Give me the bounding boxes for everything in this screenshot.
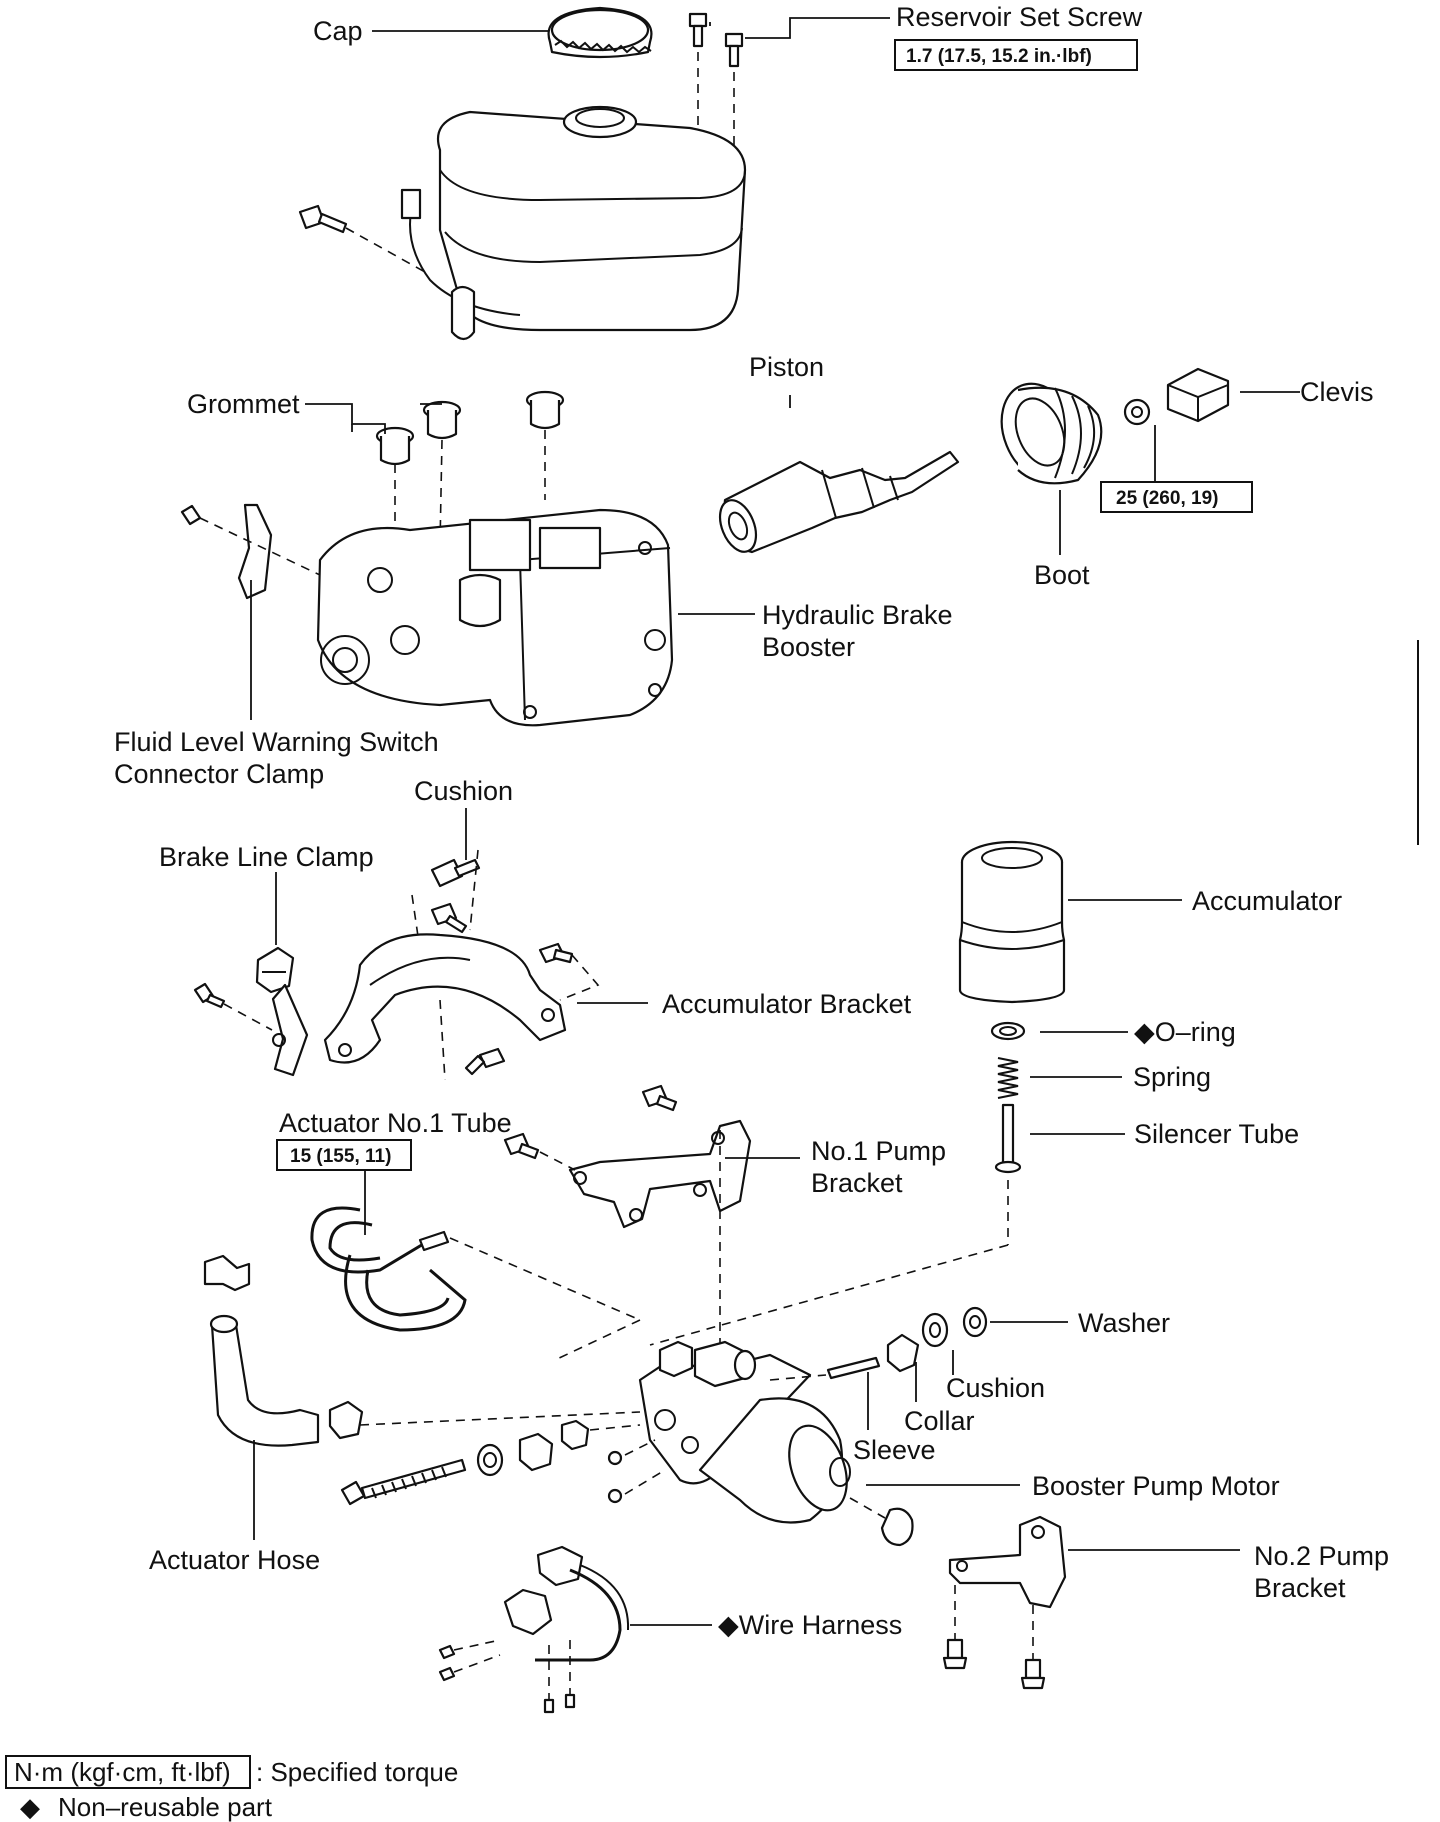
- label-brake-line-clamp: Brake Line Clamp: [159, 842, 374, 872]
- accumulator-bracket: [323, 933, 600, 1081]
- label-grommet: Grommet: [187, 389, 300, 419]
- label-cap: Cap: [313, 16, 363, 46]
- label-piston: Piston: [749, 352, 824, 382]
- torque-actuator-no1-tube: 15 (155, 11): [290, 1146, 391, 1167]
- legend-torque-desc: : Specified torque: [256, 1757, 458, 1787]
- label-cushion-top: Cushion: [414, 776, 513, 806]
- label-spring: Spring: [1133, 1062, 1211, 1092]
- actuator-hose: [203, 1254, 641, 1447]
- label-fluid-level-warning-switch-2: Connector Clamp: [114, 759, 324, 789]
- no1-pump-bracket: [503, 1084, 752, 1375]
- spring: [997, 1057, 1019, 1099]
- no2-pump-bracket: [849, 1497, 1067, 1690]
- legend-torque-box: [5, 1755, 251, 1789]
- warning-switch-connector-clamp: [180, 503, 321, 600]
- label-reservoir-set-screw: Reservoir Set Screw: [896, 2, 1143, 32]
- label-wire-harness: ◆Wire Harness: [718, 1610, 902, 1640]
- label-fluid-level-warning-switch-1: Fluid Level Warning Switch: [114, 727, 439, 757]
- grommets: [375, 390, 565, 560]
- legend-nonreusable-symbol: ◆: [20, 1792, 40, 1822]
- pump-bolt-and-parts: [340, 1419, 641, 1506]
- torque-box-clevis: [1100, 481, 1253, 513]
- label-actuator-no1-tube: Actuator No.1 Tube: [279, 1108, 512, 1138]
- reservoir-tank: [400, 105, 747, 341]
- cushion-bolts: [411, 849, 481, 951]
- label-silencer-tube: Silencer Tube: [1134, 1119, 1299, 1149]
- label-no2-pump-bracket-2: Bracket: [1254, 1573, 1346, 1603]
- label-sleeve: Sleeve: [853, 1435, 936, 1465]
- label-washer: Washer: [1078, 1308, 1170, 1338]
- silencer-tube: [649, 1103, 1022, 1346]
- label-cushion-lower: Cushion: [946, 1373, 1045, 1403]
- label-collar: Collar: [904, 1406, 975, 1436]
- clevis-and-nut: [1123, 367, 1230, 426]
- label-hydraulic-brake-booster-2: Booster: [762, 632, 855, 662]
- legend-nonreusable-desc: Non–reusable part: [58, 1792, 273, 1822]
- reservoir-cap: [547, 6, 653, 59]
- label-actuator-hose: Actuator Hose: [149, 1545, 320, 1575]
- torque-clevis: 25 (260, 19): [1116, 488, 1218, 509]
- leader-lines: [250, 17, 1300, 1626]
- label-clevis: Clevis: [1300, 377, 1374, 407]
- o-ring: [990, 1021, 1026, 1041]
- torque-reservoir-set-screw: 1.7 (17.5, 15.2 in.·lbf): [906, 46, 1092, 67]
- reservoir-set-screws: [688, 12, 744, 160]
- boot: [1000, 382, 1103, 485]
- label-no2-pump-bracket-1: No.2 Pump: [1254, 1541, 1389, 1571]
- reservoir-mount-bolt: [298, 204, 426, 273]
- label-o-ring: ◆O–ring: [1134, 1017, 1236, 1047]
- sleeve-collar-cushion-washer: [769, 1306, 988, 1381]
- accumulator: [958, 840, 1066, 1004]
- label-accumulator: Accumulator: [1192, 886, 1342, 916]
- torque-box-reservoir-set-screw: [894, 39, 1138, 71]
- torque-box-actuator-no1-tube: [276, 1139, 412, 1171]
- label-booster-pump-motor: Booster Pump Motor: [1032, 1471, 1280, 1501]
- wire-harness: [438, 1545, 630, 1714]
- booster-pump-motor: [607, 1340, 851, 1524]
- piston: [718, 450, 960, 554]
- actuator-no1-tube: [310, 1206, 641, 1361]
- hydraulic-brake-booster-body: [316, 508, 674, 727]
- label-no1-pump-bracket-1: No.1 Pump: [811, 1136, 946, 1166]
- brake-line-clamp: [193, 946, 309, 1077]
- label-accumulator-bracket: Accumulator Bracket: [662, 989, 912, 1019]
- label-no1-pump-bracket-2: Bracket: [811, 1168, 903, 1198]
- legend-torque-unit: N·m (kgf·cm, ft·lbf): [14, 1757, 231, 1787]
- label-hydraulic-brake-booster-1: Hydraulic Brake: [762, 600, 953, 630]
- label-boot: Boot: [1034, 560, 1090, 590]
